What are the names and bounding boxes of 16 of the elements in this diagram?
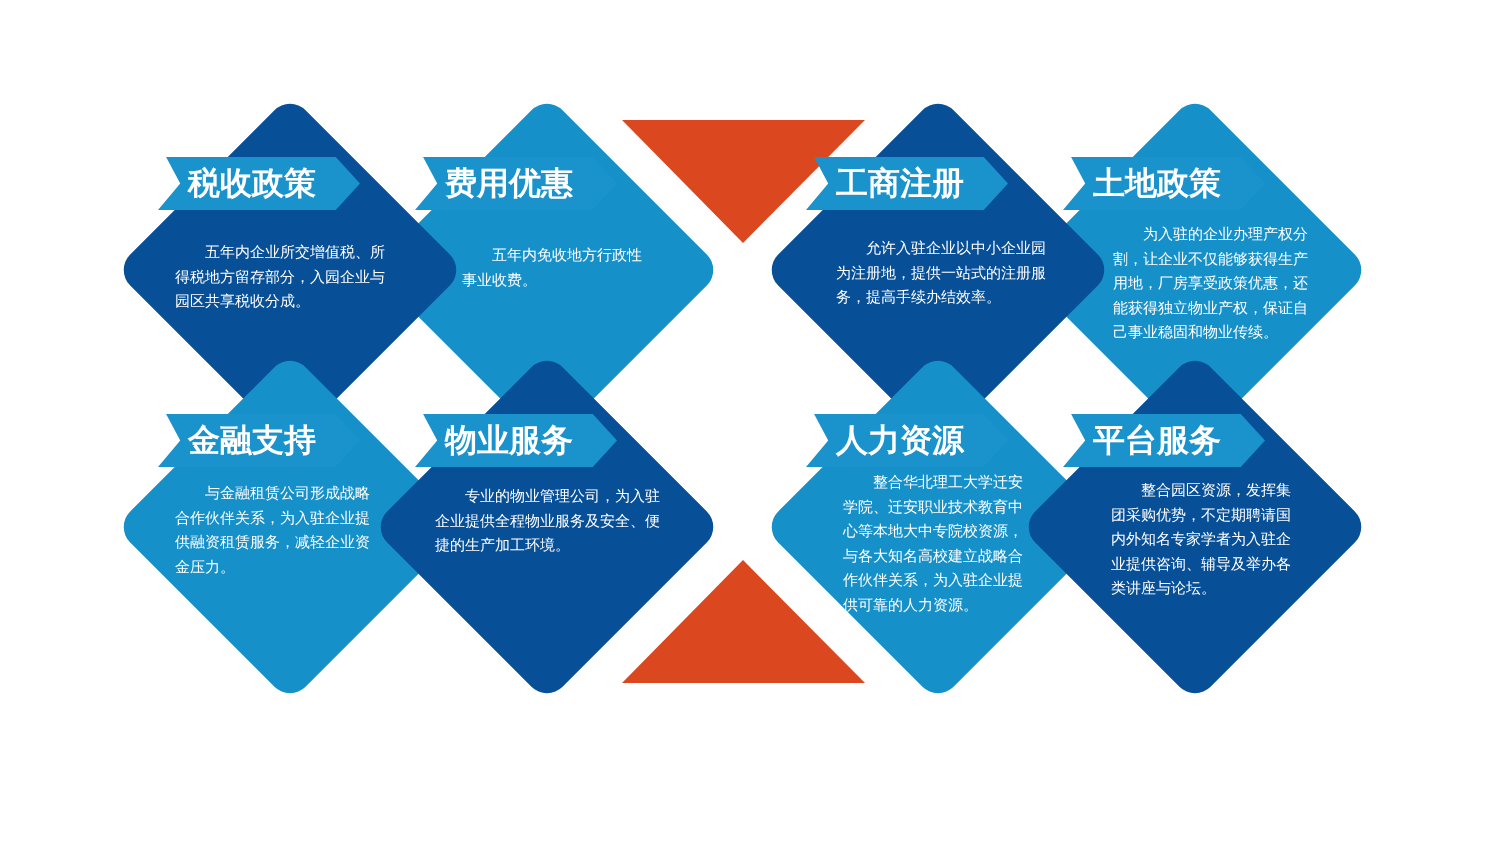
- heading-ribbon: 费用优惠: [415, 157, 617, 210]
- description-text: 五年内企业所交增值税、所得税地方留存部分，入园企业与园区共享税收分成。: [175, 242, 386, 312]
- heading-ribbon: 人力资源: [806, 414, 1008, 467]
- description-text: 五年内免收地方行政性事业收费。: [462, 245, 643, 291]
- description-text: 与金融租赁公司形成战略合作伙伴关系，为入驻企业提供融资租赁服务，减轻企业资金压力。: [175, 483, 371, 578]
- heading-ribbon: 平台服务: [1063, 414, 1265, 467]
- heading-ribbon: 物业服务: [415, 414, 617, 467]
- description-text: 整合园区资源，发挥集团采购优势，不定期聘请国内外知名专家学者为入驻企业提供咨询、辅导及举办各类讲座与论坛。: [1111, 480, 1292, 599]
- description-text: 为入驻的企业办理产权分割，让企业不仅能够获得生产用地，厂房享受政策优惠，还能获得独立物业产权，保证自己事业稳固和物业传续。: [1113, 224, 1309, 343]
- heading-ribbon: 土地政策: [1063, 157, 1265, 210]
- heading-ribbon: 工商注册: [806, 157, 1008, 210]
- heading-ribbon: 金融支持: [158, 414, 360, 467]
- description-text: 允许入驻企业以中小企业园为注册地，提供一站式的注册服务，提高手续办结效率。: [836, 238, 1047, 308]
- heading-ribbon: 税收政策: [158, 157, 360, 210]
- description-text: 整合华北理工大学迁安学院、迁安职业技术教育中心等本地大中专院校资源，与各大知名高校建立战略合作伙伴关系，为入驻企业提供可靠的人力资源。: [843, 472, 1024, 616]
- description-text: 专业的物业管理公司，为入驻企业提供全程物业服务及安全、便捷的生产加工环境。: [435, 486, 661, 556]
